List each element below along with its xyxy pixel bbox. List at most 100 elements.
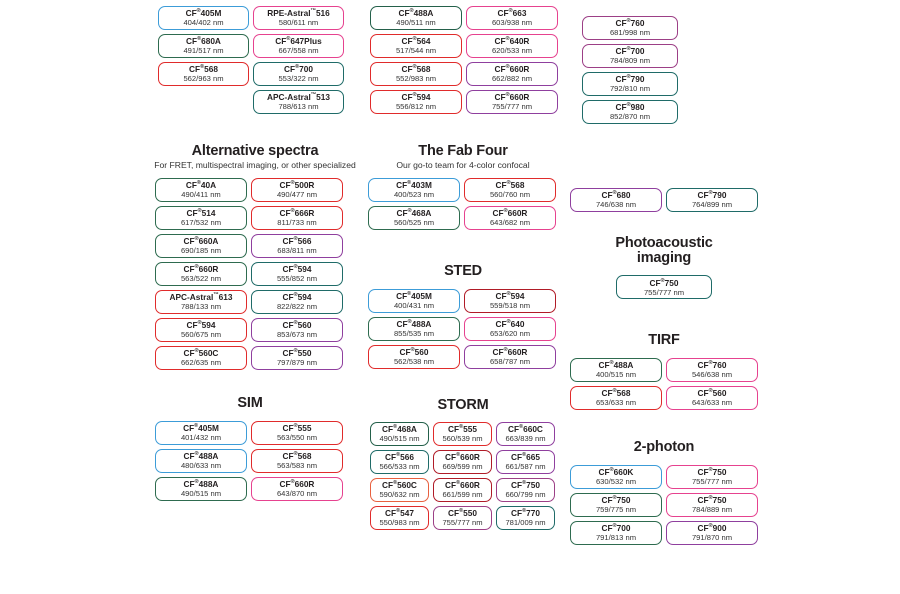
trademark-mark: ® [197, 208, 202, 215]
dye-spectra: 755/777 nm [442, 518, 483, 528]
trademark-mark: ® [197, 320, 202, 327]
trademark-mark: ® [626, 46, 631, 53]
trademark-mark: ® [626, 74, 631, 81]
dye-spectra: 490/477 nm [276, 190, 318, 200]
trademark-mark: ® [396, 508, 401, 515]
trademark-mark: ® [194, 451, 199, 458]
group-title: STORM [437, 397, 489, 413]
dye-spectra: 811/733 nm [277, 218, 317, 228]
dye-spectra: 667/558 nm [278, 46, 319, 56]
trademark-mark: ® [503, 347, 508, 354]
trademark-mark: ® [407, 180, 412, 187]
dye-name: CF®760 [697, 360, 727, 371]
trademark-mark: ® [293, 236, 298, 243]
dye-name: CF®660R [445, 452, 480, 463]
dye-spectra: 580/611 nm [278, 18, 319, 28]
trademark-mark: ® [194, 348, 199, 355]
dye-name: CF®488A [398, 8, 434, 19]
dye-spectra: 546/638 nm [691, 370, 733, 380]
dye-spectra: 788/613 nm [278, 102, 319, 112]
dye-name: APC-Astral™613 [169, 292, 233, 303]
dye-spectra: 517/544 nm [395, 46, 437, 56]
trademark-mark: ® [626, 102, 631, 109]
dye-spectra: 562/538 nm [393, 357, 435, 367]
